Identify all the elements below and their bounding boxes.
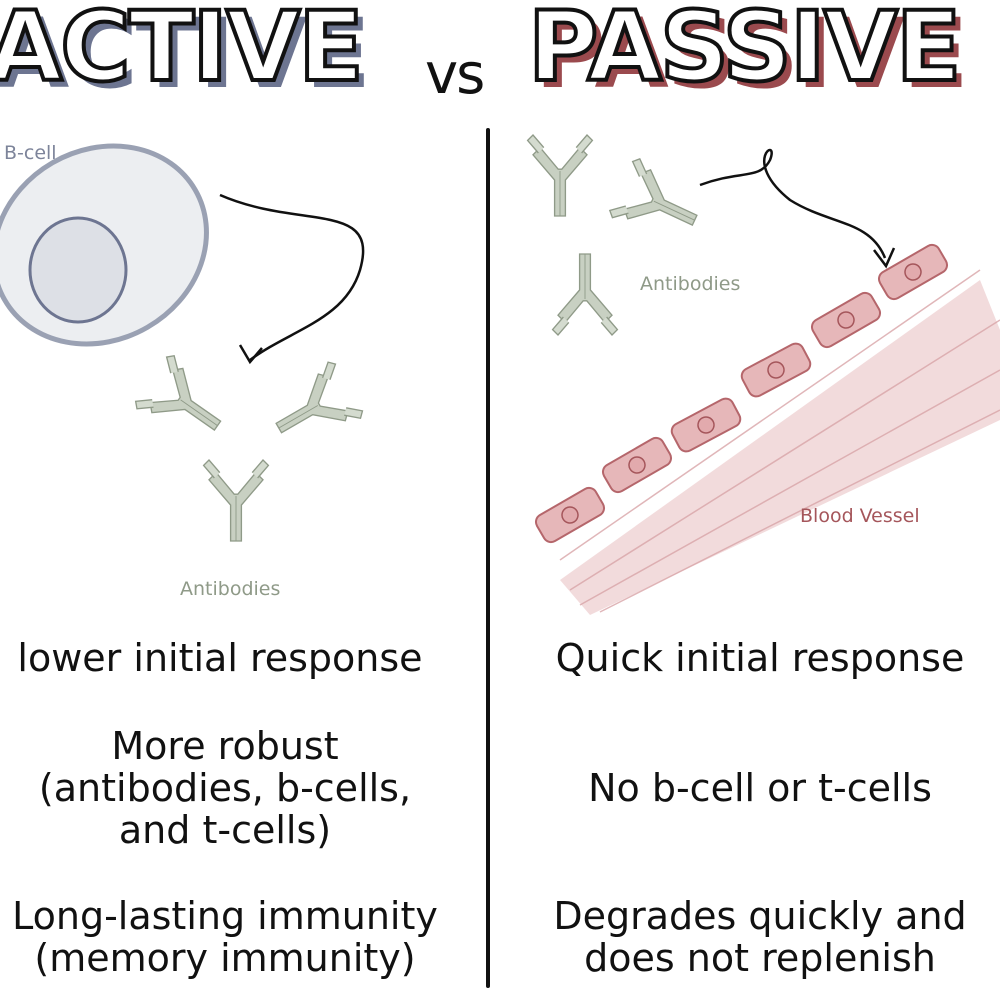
blood-vessel-label: Blood Vessel bbox=[800, 505, 920, 527]
arrow-icon bbox=[219, 193, 365, 362]
passive-point: Degrades quickly and does not replenish bbox=[553, 894, 967, 980]
passive-point: Quick initial response bbox=[555, 636, 965, 680]
title-passive: PASSIVE bbox=[526, 0, 963, 104]
bcell-icon bbox=[0, 143, 209, 347]
blood-vessel-icon bbox=[532, 241, 1000, 615]
active-point: More robust (antibodies, b-cells, and t-… bbox=[38, 724, 412, 852]
passive-point: No b-cell or t-cells bbox=[588, 766, 932, 810]
antibody-icon bbox=[131, 351, 237, 453]
antibody-icon bbox=[261, 358, 366, 457]
title-active: ACTIVE bbox=[0, 0, 366, 104]
active-point: Long-lasting immunity (memory immunity) bbox=[12, 894, 438, 980]
title-vs: vs bbox=[425, 42, 485, 107]
antibody-icon bbox=[551, 253, 619, 336]
divider bbox=[486, 128, 490, 988]
antibody-icon bbox=[202, 459, 270, 542]
antibodies-label: Antibodies bbox=[180, 578, 281, 600]
antibody-icon bbox=[526, 134, 594, 217]
antibodies-label: Antibodies bbox=[640, 273, 741, 295]
active-point: lower initial response bbox=[17, 636, 423, 680]
bcell-label: B-cell bbox=[4, 142, 57, 164]
antibody-icon bbox=[606, 155, 709, 251]
arrow-icon bbox=[699, 148, 887, 259]
